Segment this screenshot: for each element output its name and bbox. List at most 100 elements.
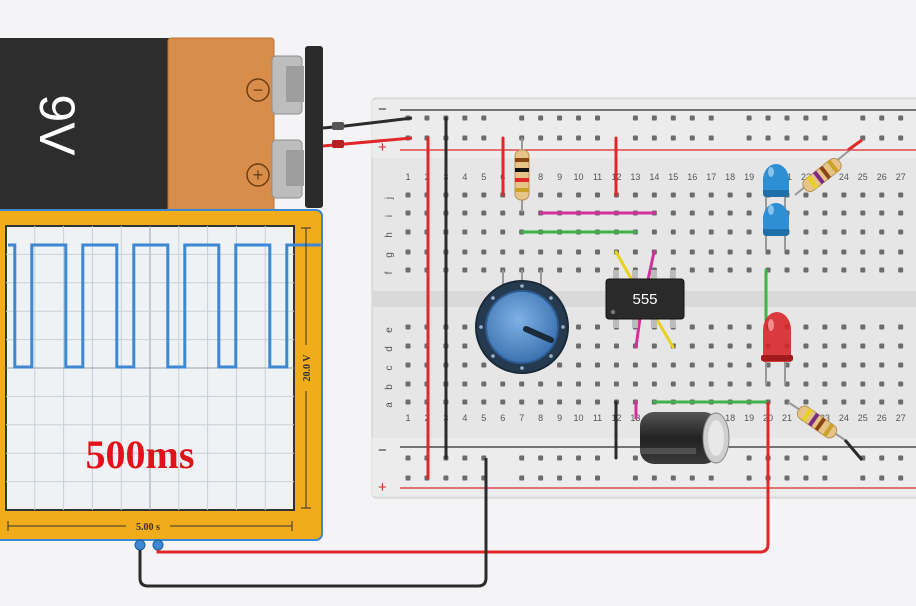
breadboard-hole[interactable] (708, 229, 714, 235)
breadboard-hole[interactable] (595, 399, 600, 405)
rail-hole[interactable] (898, 135, 904, 141)
breadboard-hole[interactable] (822, 324, 828, 330)
breadboard-hole[interactable] (595, 192, 600, 198)
led-blue-2[interactable] (763, 203, 789, 250)
breadboard-hole[interactable] (689, 324, 695, 330)
top-power-rail[interactable] (372, 100, 916, 158)
rail-hole[interactable] (689, 135, 695, 141)
breadboard-hole[interactable] (708, 210, 714, 216)
breadboard-hole[interactable] (879, 362, 885, 368)
breadboard-hole[interactable] (651, 229, 657, 235)
breadboard-hole[interactable] (405, 399, 411, 405)
breadboard-hole[interactable] (803, 229, 809, 235)
breadboard-hole[interactable] (708, 249, 714, 255)
breadboard-hole[interactable] (708, 381, 714, 387)
breadboard-hole[interactable] (746, 381, 752, 387)
breadboard-hole[interactable] (481, 267, 487, 273)
resistor-r2[interactable] (794, 138, 863, 196)
breadboard-hole[interactable] (784, 267, 790, 273)
breadboard-hole[interactable] (879, 210, 885, 216)
breadboard-hole[interactable] (405, 381, 411, 387)
breadboard-hole[interactable] (765, 249, 771, 255)
rail-hole[interactable] (746, 455, 752, 461)
breadboard-hole[interactable] (481, 381, 487, 387)
rail-hole[interactable] (405, 475, 411, 481)
breadboard-hole[interactable] (841, 267, 847, 273)
breadboard-hole[interactable] (727, 343, 733, 349)
breadboard-hole[interactable] (405, 249, 411, 255)
breadboard-hole[interactable] (595, 362, 600, 368)
breadboard-hole[interactable] (481, 362, 487, 368)
rail-hole[interactable] (898, 455, 904, 461)
breadboard-hole[interactable] (803, 249, 809, 255)
breadboard-hole[interactable] (803, 324, 809, 330)
breadboard-hole[interactable] (708, 362, 714, 368)
rail-hole[interactable] (784, 475, 790, 481)
breadboard-hole[interactable] (860, 343, 866, 349)
rail-hole[interactable] (557, 455, 563, 461)
breadboard-hole[interactable] (538, 249, 544, 255)
breadboard-hole[interactable] (879, 249, 885, 255)
battery-snap-connector[interactable] (305, 46, 323, 208)
breadboard-hole[interactable] (746, 192, 752, 198)
rail-hole[interactable] (708, 135, 714, 141)
rail-hole[interactable] (898, 115, 904, 121)
breadboard-hole[interactable] (462, 249, 468, 255)
rail-hole[interactable] (481, 115, 487, 121)
rail-hole[interactable] (632, 475, 638, 481)
breadboard-hole[interactable] (576, 249, 582, 255)
breadboard-hole[interactable] (841, 192, 847, 198)
rail-hole[interactable] (557, 475, 563, 481)
rail-hole[interactable] (765, 135, 771, 141)
rail-hole[interactable] (519, 455, 525, 461)
potentiometer[interactable] (475, 270, 569, 374)
breadboard-hole[interactable] (481, 210, 487, 216)
breadboard-hole[interactable] (538, 192, 544, 198)
breadboard-hole[interactable] (481, 192, 487, 198)
breadboard-hole[interactable] (519, 381, 525, 387)
breadboard-hole[interactable] (803, 381, 809, 387)
breadboard-hole[interactable] (822, 229, 828, 235)
oscilloscope[interactable]: 500ms 5.00 s 20.0 V (0, 209, 323, 551)
rail-hole[interactable] (784, 115, 790, 121)
breadboard-hole[interactable] (860, 381, 866, 387)
breadboard-hole[interactable] (841, 381, 847, 387)
breadboard-hole[interactable] (613, 343, 619, 349)
breadboard-hole[interactable] (557, 399, 563, 405)
breadboard-hole[interactable] (670, 210, 676, 216)
rail-hole[interactable] (898, 475, 904, 481)
yellow-wire-upper[interactable] (614, 250, 634, 282)
breadboard-hole[interactable] (860, 267, 866, 273)
rail-hole[interactable] (576, 135, 582, 141)
breadboard-hole[interactable] (822, 362, 828, 368)
breadboard-hole[interactable] (405, 192, 411, 198)
rail-hole[interactable] (462, 455, 468, 461)
breadboard-hole[interactable] (879, 267, 885, 273)
probe-wire-red[interactable] (156, 402, 770, 554)
breadboard-hole[interactable] (822, 192, 828, 198)
rail-hole[interactable] (860, 115, 866, 121)
breadboard-hole[interactable] (860, 210, 866, 216)
breadboard-hole[interactable] (898, 229, 904, 235)
breadboard-hole[interactable] (841, 249, 847, 255)
breadboard-hole[interactable] (822, 267, 828, 273)
breadboard-hole[interactable] (689, 229, 695, 235)
rail-hole[interactable] (519, 115, 525, 121)
breadboard-hole[interactable] (860, 399, 866, 405)
breadboard-hole[interactable] (651, 343, 657, 349)
rail-hole[interactable] (557, 135, 563, 141)
breadboard-hole[interactable] (841, 399, 847, 405)
breadboard-hole[interactable] (841, 210, 847, 216)
rail-hole[interactable] (481, 135, 487, 141)
breadboard-hole[interactable] (746, 267, 752, 273)
rail-hole[interactable] (651, 115, 657, 121)
breadboard-hole[interactable] (803, 192, 809, 198)
breadboard-hole[interactable] (462, 229, 468, 235)
rail-hole[interactable] (822, 115, 828, 121)
breadboard-hole[interactable] (746, 362, 752, 368)
battery-lead-red[interactable] (322, 136, 413, 148)
breadboard-hole[interactable] (538, 399, 544, 405)
yellow-wire-lower[interactable] (654, 316, 675, 349)
oscilloscope-probe-negative[interactable] (134, 539, 146, 551)
breadboard-hole[interactable] (462, 267, 468, 273)
